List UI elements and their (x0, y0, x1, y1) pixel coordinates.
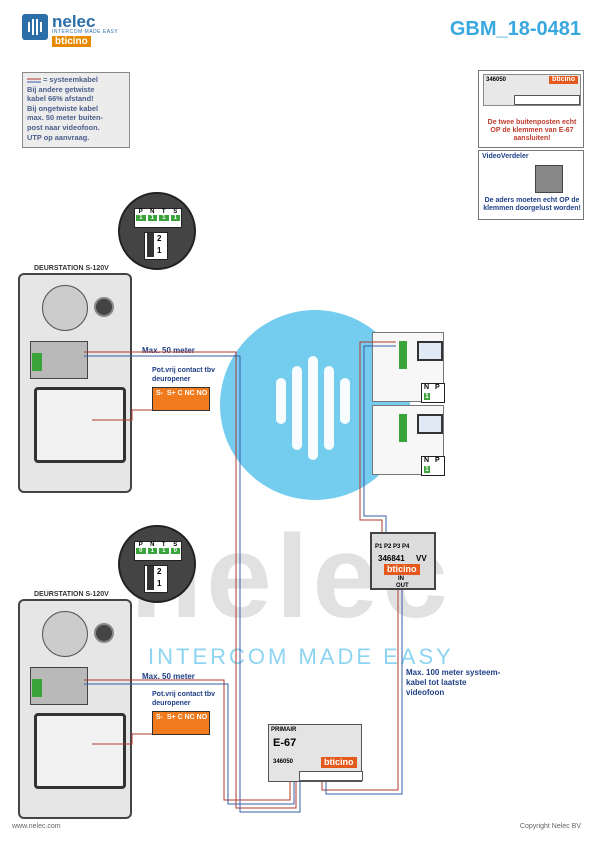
power-terminals (299, 771, 363, 781)
jumper-label: 1 (157, 579, 162, 588)
distance-label-1: Max. 50 meter (142, 346, 195, 355)
detail-vv-title: VideoVerdeler (482, 153, 529, 160)
relay-module-1: S- S+ C NC NO (152, 387, 210, 411)
note-line: Bij ongetwiste kabel (27, 103, 99, 113)
dip-switch-block-2: P N T S 0 1 1 0 (134, 541, 182, 561)
station-1-title: DEURSTATION S-120V (34, 265, 109, 272)
jumper-label: 2 (157, 567, 162, 576)
connector-green (32, 353, 42, 371)
distributor-out: OUT (396, 583, 409, 589)
power-code: 346050 (273, 759, 294, 765)
cable-legend: = systeemkabel (27, 75, 125, 85)
dip-switch-zoom-1: P N T S 1 1 1 1 2 1 (118, 192, 196, 270)
jumper-pin (147, 566, 154, 590)
button-frame (34, 713, 126, 789)
detail-vv-terminal-icon (535, 165, 563, 193)
dip-value: 1 (136, 215, 146, 221)
connector-green (32, 679, 42, 697)
power-brand: bticino (321, 757, 357, 768)
note-line: post naar videofoon. (27, 122, 100, 132)
video-monitor-1: N P 1 (372, 332, 445, 403)
dip-value: 1 (147, 548, 157, 554)
detail-vv-panel: VideoVerdeler De aders moeten echt OP de… (478, 150, 584, 220)
jumper-pin (147, 233, 154, 257)
note-line: Bij andere getwiste (27, 84, 95, 94)
distributor-brand: bticino (384, 564, 420, 575)
relay-terminal-labels: S- S+ C NC NO (156, 714, 208, 721)
cable-note: = systeemkabel Bij andere getwiste kabel… (22, 72, 130, 148)
dip-label: T (161, 209, 166, 215)
distributor-ports: P1 P2 P3 P4 (375, 544, 410, 550)
relay-module-2: S- S+ C NC NO (152, 711, 210, 735)
monitor-terminals (399, 414, 407, 442)
dip-value: 1 (159, 548, 169, 554)
note-line: max. 50 meter buiten- (27, 113, 103, 123)
monitor-screen-icon (417, 414, 443, 434)
long-cable-note: Max. 100 meter systeem- kabel tot laatst… (406, 668, 501, 697)
monitor-screen-icon (417, 341, 443, 361)
np-label: N (424, 457, 430, 464)
detail-e67-panel: 346050 bticino De twee buitenposten echt… (478, 70, 584, 148)
door-station-2 (18, 599, 132, 819)
camera-icon (94, 623, 114, 643)
document-id: GBM_18-0481 (449, 18, 581, 40)
np-switch: N P 1 (421, 383, 445, 403)
power-primary-label: PRIMAIR (271, 727, 297, 733)
relay-terminal-labels: S- S+ C NC NO (156, 390, 208, 397)
dip-label: S (173, 209, 178, 215)
dip-switch-zoom-2: P N T S 0 1 1 0 2 1 (118, 525, 196, 603)
note-line: UTP op aanvraag. (27, 132, 90, 142)
footer-copyright: Copyright Nelec BV (519, 823, 581, 830)
detail-e67-brand: bticino (549, 76, 578, 84)
distance-label-2: Max. 50 meter (142, 672, 195, 681)
jumper-label: 2 (157, 234, 162, 243)
partner-logo: bticino (52, 36, 91, 47)
np-label: N (424, 384, 430, 391)
power-model: E-67 (273, 737, 297, 749)
detail-e67-device: 346050 bticino (483, 74, 581, 106)
camera-icon (94, 297, 114, 317)
footer-website: www.nelec.com (12, 823, 61, 830)
door-station-1 (18, 273, 132, 493)
np-label: P (435, 384, 440, 391)
detail-vv-warning: De aders moeten echt OP de klemmen doorg… (483, 197, 581, 212)
distributor-in: IN (398, 576, 404, 582)
np-value: 1 (424, 393, 430, 400)
dip-value: 0 (136, 548, 146, 554)
np-value: 1 (424, 466, 430, 473)
dip-value: 0 (170, 548, 180, 554)
distributor-code: 346841 (378, 554, 405, 563)
dip-value: 1 (170, 215, 180, 221)
watermark-tagline: INTERCOM MADE EASY (148, 644, 454, 669)
brand-tagline: INTERCOM MADE EASY (52, 29, 119, 35)
dip-value: 1 (147, 215, 157, 221)
np-label: P (435, 457, 440, 464)
jumper-block-1: 2 1 (144, 232, 168, 260)
detail-e67-code: 346050 (486, 77, 507, 83)
jumper-block-2: 2 1 (144, 565, 168, 593)
power-supply-e67: PRIMAIR E-67 346050 bticino (268, 724, 363, 782)
dip-switch-block-1: P N T S 1 1 1 1 (134, 208, 182, 228)
jumper-label: 1 (157, 246, 162, 255)
monitor-terminals (399, 341, 407, 369)
speaker-icon (42, 285, 88, 331)
brand-name: nelec (52, 12, 96, 31)
video-distributor: P1 P2 P3 P4 346841 VV bticino IN OUT (370, 532, 436, 590)
video-monitor-2: N P 1 (372, 405, 445, 476)
button-frame (34, 387, 126, 463)
detail-e67-warning: De twee buitenposten echt OP de klemmen … (487, 119, 577, 142)
note-line: kabel 66% afstand! (27, 94, 94, 104)
nelec-logo-icon (22, 14, 48, 40)
speaker-icon (42, 611, 88, 657)
dip-value: 1 (159, 215, 169, 221)
dip-label: N (150, 209, 155, 215)
dip-label: P (138, 209, 143, 215)
distributor-suffix: VV (416, 554, 427, 563)
np-switch: N P 1 (421, 456, 445, 476)
relay-title-1: Pot.vrij contact tbv deuropener (152, 367, 216, 383)
relay-title-2: Pot.vrij contact tbv deuropener (152, 691, 216, 707)
detail-e67-terminals (514, 95, 580, 105)
station-2-title: DEURSTATION S-120V (34, 591, 109, 598)
cable-legend-label: = systeemkabel (43, 75, 98, 84)
